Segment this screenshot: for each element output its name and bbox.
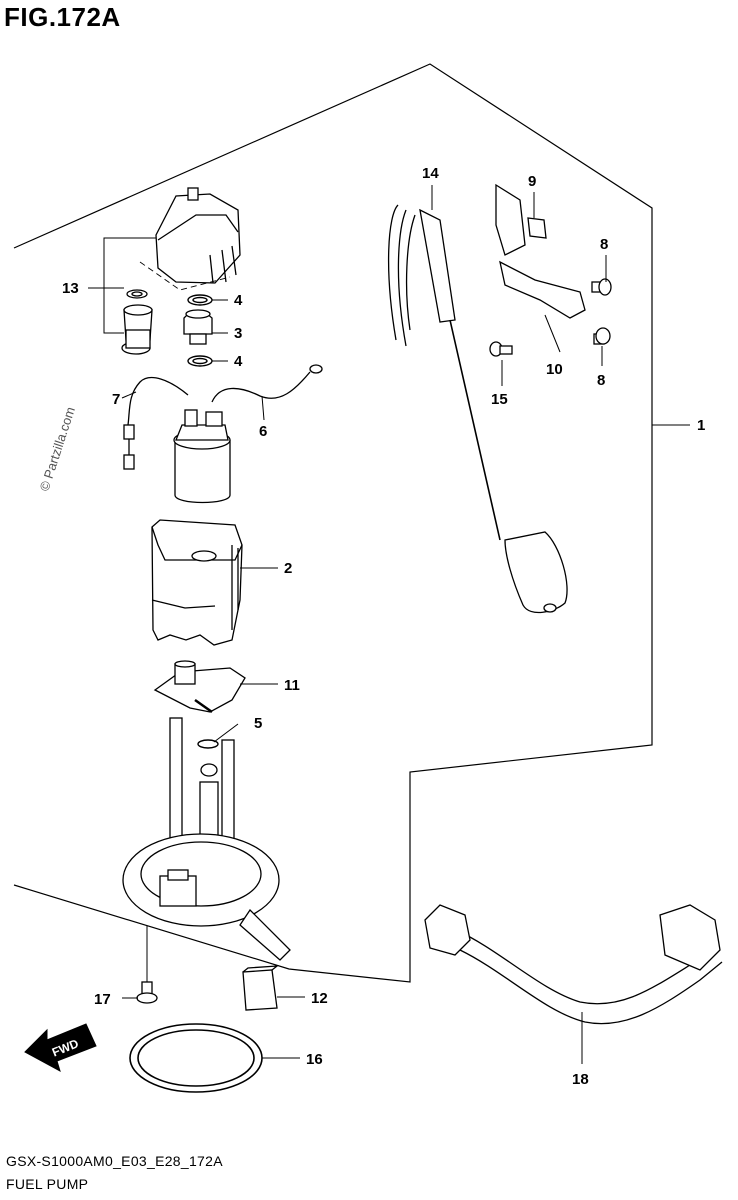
- fuel-pump-base-icon: [122, 717, 291, 961]
- callout-8-upper: 8: [600, 236, 608, 253]
- o-ring-icon: [187, 294, 213, 306]
- callout-13: 13: [62, 280, 79, 297]
- regulator-cover-icon: [155, 187, 241, 284]
- filter-icon: [242, 965, 280, 1011]
- fuel-level-gauge-icon: [387, 204, 568, 614]
- callout-2: 2: [284, 560, 292, 577]
- leader-lines: [121, 185, 690, 1064]
- lead-wire-icon: [211, 364, 323, 403]
- watermark: © Partzilla.com: [37, 405, 78, 493]
- clip-icon: [527, 217, 547, 239]
- screw-icon: [489, 341, 513, 357]
- guide-line: [139, 261, 231, 291]
- callout-4-upper: 4: [234, 292, 243, 309]
- callout-7: 7: [112, 391, 120, 408]
- pump-holder-icon: [151, 519, 243, 646]
- o-ring-icon: [187, 355, 213, 367]
- fwd-arrow-icon: FWD: [24, 1023, 97, 1073]
- cushion-icon: [153, 660, 246, 714]
- callout-11: 11: [284, 677, 300, 694]
- callout-5: 5: [254, 715, 262, 732]
- callout-4-lower: 4: [234, 353, 243, 370]
- bracket-icon: [495, 183, 586, 319]
- screw-icon: [591, 278, 612, 296]
- bolt-icon: [136, 981, 158, 1004]
- callout-15: 15: [491, 391, 508, 408]
- fuel-hose-icon: [424, 904, 723, 1025]
- callout-1: 1: [697, 417, 705, 434]
- callout-18: 18: [572, 1071, 589, 1088]
- callout-10: 10: [546, 361, 563, 378]
- assembly-boundary-line: [13, 63, 653, 983]
- callout-6: 6: [259, 423, 267, 440]
- diagram-code: GSX-S1000AM0_E03_E28_172A: [6, 1153, 223, 1169]
- callout-16: 16: [306, 1051, 323, 1068]
- callout-17: 17: [94, 991, 111, 1008]
- callout-14: 14: [422, 165, 439, 182]
- o-ring-icon: [197, 739, 219, 749]
- leader-line: [88, 237, 156, 334]
- callout-8-lower: 8: [597, 372, 605, 389]
- callout-3: 3: [234, 325, 242, 342]
- callout-9: 9: [528, 173, 536, 190]
- fuel-pump-motor-icon: [173, 409, 231, 504]
- lead-wire-icon: [123, 377, 189, 470]
- diagram-name: FUEL PUMP: [6, 1176, 89, 1192]
- pressure-regulator-icon: [183, 309, 213, 345]
- callout-12: 12: [311, 990, 328, 1007]
- regulator-icon: [121, 289, 153, 355]
- figure-title: FIG.172A: [4, 2, 121, 32]
- screw-icon: [593, 327, 611, 345]
- gasket-ring-icon: [129, 1023, 263, 1093]
